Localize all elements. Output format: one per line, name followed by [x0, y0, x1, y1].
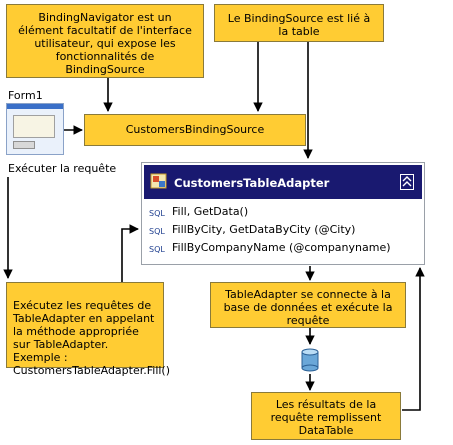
form-title: Form1: [8, 89, 43, 102]
method-fillbycompanyname[interactable]: SQL FillByCompanyName (@companyname): [148, 239, 418, 256]
customers-tableadapter[interactable]: CustomersTableAdapter SQL Fill, GetData(…: [141, 162, 425, 265]
tableadapter-icon: [150, 173, 167, 189]
tableadapter-title: CustomersTableAdapter: [174, 176, 330, 190]
method-fill-getdata[interactable]: SQL Fill, GetData(): [148, 203, 418, 220]
binding-navigator-note-text: BindingNavigator est un élément facultat…: [18, 11, 192, 76]
binding-source-note-text: Le BindingSource est lié à la table: [227, 12, 371, 38]
adapter-connects-note: TableAdapter se connecte à la base de do…: [210, 282, 406, 328]
svg-text:SQL: SQL: [149, 245, 165, 254]
sql-method-icon: SQL: [149, 242, 166, 254]
binding-navigator-note: BindingNavigator est un élément facultat…: [6, 4, 204, 78]
method-label: FillByCity, GetDataByCity (@City): [172, 223, 356, 236]
execute-queries-note: Exécutez les requêtes de TableAdapter en…: [6, 282, 170, 377]
method-label: Fill, GetData(): [172, 205, 249, 218]
customers-binding-source-text: CustomersBindingSource: [125, 123, 265, 136]
adapter-connects-text: TableAdapter se connecte à la base de do…: [223, 288, 393, 327]
form-button[interactable]: [13, 141, 35, 149]
arrow-execute-to-adapter: [121, 224, 139, 285]
customers-binding-source-box: CustomersBindingSource: [84, 114, 306, 146]
results-fill-text: Les résultats de la requête remplissent …: [270, 398, 382, 437]
binding-source-note: Le BindingSource est lié à la table: [214, 4, 384, 42]
svg-text:SQL: SQL: [149, 209, 165, 218]
results-fill-note: Les résultats de la requête remplissent …: [251, 392, 401, 440]
svg-text:SQL: SQL: [149, 227, 165, 236]
form-content-panel: [13, 115, 55, 138]
form-titlebar: [7, 104, 63, 109]
collapse-chevron-icon[interactable]: [400, 174, 414, 190]
sql-method-icon: SQL: [149, 224, 166, 236]
execute-queries-text: Exécutez les requêtes de TableAdapter en…: [13, 299, 171, 377]
form-caption: Exécuter la requête: [8, 162, 117, 175]
sql-method-icon: SQL: [149, 206, 166, 218]
method-label: FillByCompanyName (@companyname): [172, 241, 391, 254]
arrow-results-to-adapter: [402, 267, 425, 411]
tableadapter-header: CustomersTableAdapter: [144, 165, 422, 199]
method-fillbycity[interactable]: SQL FillByCity, GetDataByCity (@City): [148, 221, 418, 238]
database-icon: [301, 348, 319, 372]
form-window[interactable]: [6, 103, 64, 155]
